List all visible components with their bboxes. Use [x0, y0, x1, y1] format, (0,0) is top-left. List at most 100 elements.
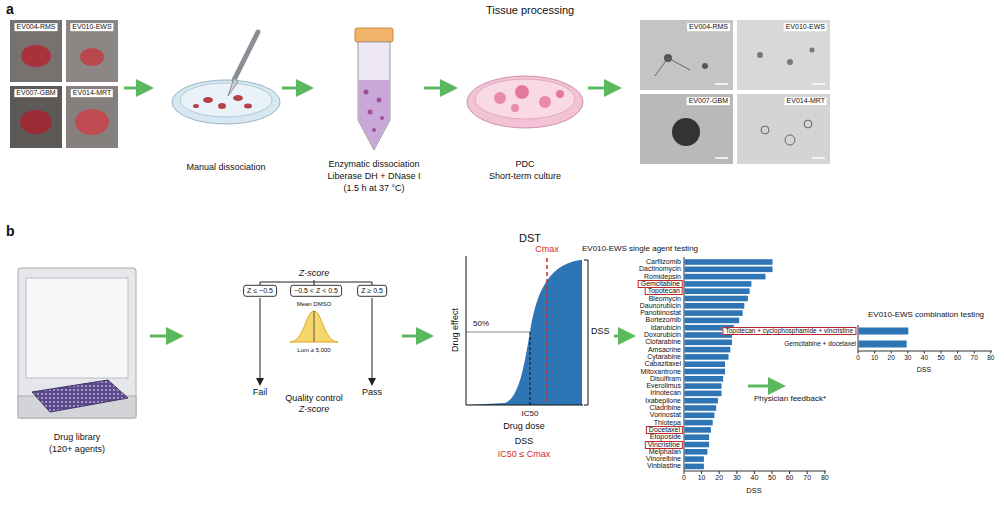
dss-bar	[685, 361, 726, 367]
cell-cluster	[515, 85, 529, 99]
axis	[684, 471, 826, 472]
cell-cluster	[511, 104, 519, 112]
gaussian	[290, 311, 338, 342]
photo-ground	[66, 20, 118, 82]
cmax-line	[546, 258, 548, 405]
culture-dish	[467, 76, 583, 128]
process-arrow	[282, 87, 308, 90]
tick-mark	[789, 471, 790, 474]
threshold-text: Z ≥ 0.5	[361, 287, 383, 295]
tick-mark	[874, 351, 875, 354]
axis-tick: 40	[921, 354, 928, 361]
tick-mark	[974, 351, 975, 354]
dss-bar	[685, 376, 724, 382]
tick-mark	[824, 471, 825, 474]
axis-tick: 70	[971, 354, 978, 361]
axis-tick: 80	[821, 474, 829, 482]
tick-mark	[907, 351, 908, 354]
axis	[858, 325, 859, 351]
highlight-box: Vincristine	[645, 441, 683, 449]
dss-bar	[859, 341, 907, 348]
highlight-box: Topotecan	[645, 287, 683, 295]
step-label: Drug library	[54, 433, 101, 443]
tissue-piece	[244, 104, 252, 109]
qc-note: Lum ≥ 5,000	[297, 347, 330, 354]
dish	[172, 80, 280, 124]
axis-tick: 50	[937, 354, 944, 361]
cell	[380, 116, 384, 120]
axis-title: Drug dose	[503, 422, 545, 432]
drug-name: Daunorubicin	[640, 302, 681, 310]
qc-label: Z-score	[299, 269, 330, 279]
step-label: Short-term culture	[489, 172, 561, 182]
drug-plate	[32, 380, 128, 412]
process-arrow	[614, 335, 630, 338]
cell	[368, 110, 373, 115]
cell	[787, 59, 793, 65]
sample-id: EV010-EWS	[784, 23, 827, 31]
dss-bar	[685, 420, 713, 426]
cell-cluster	[539, 96, 551, 108]
drug-name: Gemcitabine + docetaxel	[784, 340, 856, 347]
drug-name: Cabazitaxel	[644, 360, 681, 368]
scale-bar	[812, 83, 825, 85]
dss-bar	[685, 296, 748, 302]
dss-bar	[685, 456, 704, 462]
tick-mark	[701, 471, 702, 474]
axis-tick: 10	[871, 354, 878, 361]
drug-name: Vinorelbine	[646, 455, 681, 463]
cell	[810, 48, 815, 53]
tissue-piece	[233, 95, 243, 101]
pass-arrow	[372, 298, 373, 384]
half-line	[466, 332, 530, 333]
step-label: Manual dissociation	[186, 163, 265, 173]
axis-tick: 0	[682, 474, 686, 482]
dss-bracket	[584, 260, 588, 405]
dss-bar	[685, 413, 715, 419]
dss-bar	[685, 310, 743, 316]
threshold-text: Z ≤ −0.5	[247, 287, 273, 295]
dish	[475, 79, 575, 119]
dss-bar	[685, 405, 717, 411]
cell	[364, 90, 369, 95]
process-arrow	[424, 87, 452, 90]
micro-ground	[737, 94, 830, 164]
sample-id: EV004-RMS	[687, 23, 730, 31]
tissue-piece	[203, 97, 213, 103]
criterion-label: IC50 ≤ Cmax	[498, 450, 550, 460]
cell-cluster	[494, 92, 506, 104]
qc-outcome: Fail	[253, 388, 268, 398]
drug-name: Docetaxel	[649, 427, 680, 433]
drug-name: Vorinostat	[650, 411, 681, 419]
drug-name: Disulfiram	[650, 375, 681, 383]
tube-liquid	[359, 80, 390, 149]
curve-area	[466, 260, 582, 405]
sample-id: EV007-GBM	[687, 97, 730, 105]
dss-bar	[685, 383, 722, 389]
qc-label: Quality control	[285, 394, 343, 404]
axis	[858, 351, 992, 352]
drug-name: Idarubicin	[651, 324, 681, 332]
step-label: PDC	[515, 160, 534, 170]
dss-bar	[685, 427, 711, 433]
qc-label: Z-score	[299, 405, 330, 415]
dss-bar	[685, 281, 752, 287]
axis-tick: 60	[954, 354, 961, 361]
dss-bar	[685, 267, 773, 273]
dss-bar	[685, 274, 766, 280]
drug-name: Doxorubicin	[644, 331, 681, 339]
dss-bar	[685, 449, 708, 455]
panel-letter: a	[6, 2, 14, 17]
axis-tick: 60	[786, 474, 794, 482]
process-arrows	[124, 88, 780, 386]
cell-process	[655, 58, 690, 76]
sample-id: EV004-RMS	[15, 23, 58, 31]
step-label: Enzymatic dissociation	[328, 160, 419, 170]
axis-tick: 0	[856, 354, 860, 361]
drug-name: Cytarabine	[647, 353, 681, 361]
microscopy	[640, 20, 830, 164]
dss-bar	[859, 328, 909, 335]
drug-name: Panobinostat	[640, 309, 681, 317]
drug-name: Irinotecan	[650, 390, 681, 398]
scale-bar	[812, 157, 825, 159]
